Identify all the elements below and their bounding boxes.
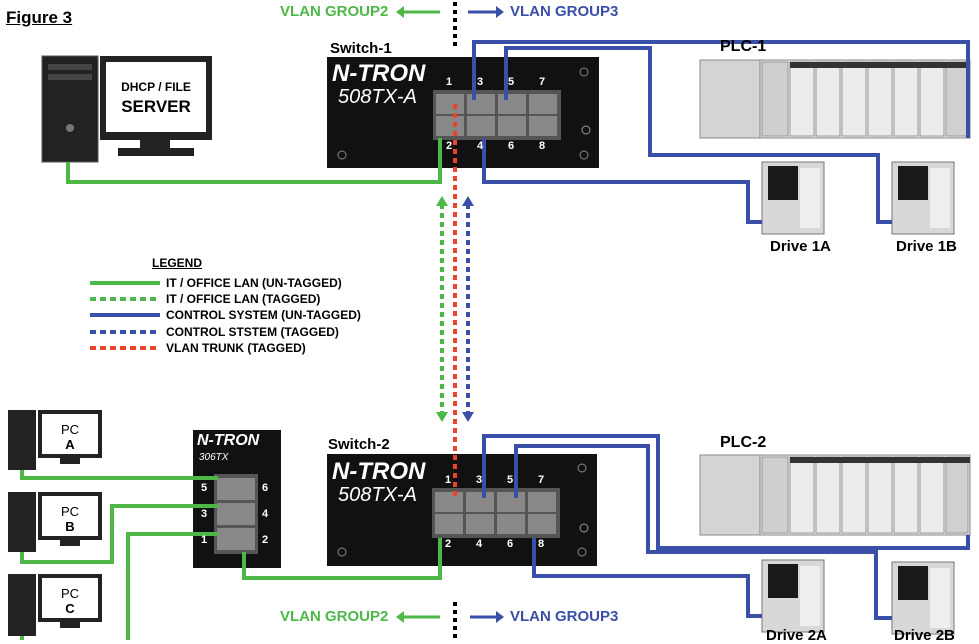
- server-label-line1: DHCP / FILE: [121, 80, 191, 94]
- sw1-drive1b-link: [504, 46, 892, 224]
- legend-item-3: CONTROL SYSTEM (UN-TAGGED): [166, 308, 361, 322]
- legend-item-2: IT / OFFICE LAN (TAGGED): [166, 292, 321, 306]
- ssw-port-6: 6: [262, 482, 269, 494]
- ssw-port-2: 2: [262, 534, 269, 546]
- switch-1-model: 508TX-A: [338, 86, 417, 108]
- sw1-port-6: 6: [508, 140, 515, 152]
- drive-2b-icon: [891, 561, 955, 635]
- pc-a-icon: [8, 410, 102, 470]
- vlan-group2-top: VLAN GROUP2: [280, 3, 389, 20]
- drive-1b-icon: [891, 161, 955, 235]
- switch-1-label: Switch-1: [330, 40, 392, 57]
- sw2-port-8: 8: [538, 538, 545, 550]
- plc-2-icon: [699, 454, 971, 536]
- pc-c-icon: [8, 574, 102, 636]
- sw2-port-7: 7: [538, 474, 545, 486]
- small-switch-body: [193, 430, 281, 568]
- switch-1-body: [327, 57, 599, 168]
- ssw-port-5: 5: [201, 482, 208, 494]
- legend-title: LEGEND: [152, 256, 203, 270]
- pc-c-link: [126, 532, 218, 640]
- sw2-drive2b-link: [514, 444, 892, 620]
- sw2-plc2-link: [482, 434, 970, 550]
- sw1-port-7: 7: [539, 76, 546, 88]
- switch-1-brand: N-TRON: [332, 60, 426, 87]
- switch-2-brand: N-TRON: [332, 458, 426, 485]
- drive-1a-label: Drive 1A: [770, 238, 831, 255]
- drive-1a-icon: [761, 161, 825, 235]
- ssw-port-3: 3: [201, 508, 208, 520]
- sw2-port-3: 3: [476, 474, 483, 486]
- server-link: [66, 138, 442, 184]
- drive-2a-label: Drive 2A: [766, 627, 827, 644]
- legend-item-1: IT / OFFICE LAN (UN-TAGGED): [166, 276, 342, 290]
- pc-b-label-line2: B: [65, 519, 75, 534]
- small-switch-brand: N-TRON: [197, 432, 260, 449]
- vlan-group2-bottom: VLAN GROUP2: [280, 608, 389, 625]
- figure-label: Figure 3: [6, 8, 73, 27]
- ssw-port-1: 1: [201, 534, 208, 546]
- sw1-port-3: 3: [477, 76, 484, 88]
- arrow-left-icon: [396, 6, 404, 18]
- drive-1b-label: Drive 1B: [896, 238, 957, 255]
- small-switch-model: 306TX: [199, 452, 229, 463]
- sw1-port-8: 8: [539, 140, 546, 152]
- sw1-plc1-link: [472, 40, 970, 138]
- sw2-port-1: 1: [445, 474, 452, 486]
- switch-2-body: [327, 454, 597, 566]
- plc-1-label: PLC-1: [720, 38, 767, 55]
- sw1-port-5: 5: [508, 76, 515, 88]
- arrow-right-icon: [496, 6, 504, 18]
- drive-2a-icon: [761, 559, 825, 633]
- sw1-drive1a-link: [482, 138, 762, 224]
- switch-2-label: Switch-2: [328, 436, 390, 453]
- ssw-port-4: 4: [262, 508, 269, 520]
- sw2-port-6: 6: [507, 538, 514, 550]
- sw1-port-1: 1: [446, 76, 453, 88]
- sw2-drive2a-link: [532, 538, 762, 618]
- arrow-left-icon: [396, 611, 404, 623]
- legend-item-5: VLAN TRUNK (TAGGED): [166, 341, 306, 355]
- sw1-port-2: 2: [446, 140, 453, 152]
- sw2-smallsw-link: [242, 538, 442, 580]
- pc-b-link: [20, 504, 218, 564]
- legend-item-4: CONTROL STSTEM (TAGGED): [166, 325, 339, 339]
- pc-c-label-line2: C: [65, 601, 75, 616]
- server-icon: [41, 55, 212, 163]
- sw2-port-2: 2: [445, 538, 452, 550]
- sw2-port-5: 5: [507, 474, 514, 486]
- switch-2-model: 508TX-A: [338, 484, 417, 506]
- arrow-right-icon: [496, 611, 504, 623]
- server-label-line2: SERVER: [121, 97, 191, 116]
- plc-2-label: PLC-2: [720, 434, 767, 451]
- plc-1-icon: [699, 59, 971, 139]
- pc-b-icon: [8, 492, 102, 552]
- pc-a-link: [20, 470, 218, 480]
- vlan-group3-bottom: VLAN GROUP3: [510, 608, 619, 625]
- sw1-port-4: 4: [477, 140, 484, 152]
- sw2-port-4: 4: [476, 538, 483, 550]
- pc-b-label-line1: PC: [60, 504, 80, 519]
- pc-a-label-line2: A: [65, 437, 75, 452]
- drive-2b-label: Drive 2B: [894, 627, 955, 644]
- pc-c-label-line1: PC: [60, 586, 80, 601]
- pc-a-label-line1: PC: [60, 422, 80, 437]
- vlan-group3-top: VLAN GROUP3: [510, 3, 619, 20]
